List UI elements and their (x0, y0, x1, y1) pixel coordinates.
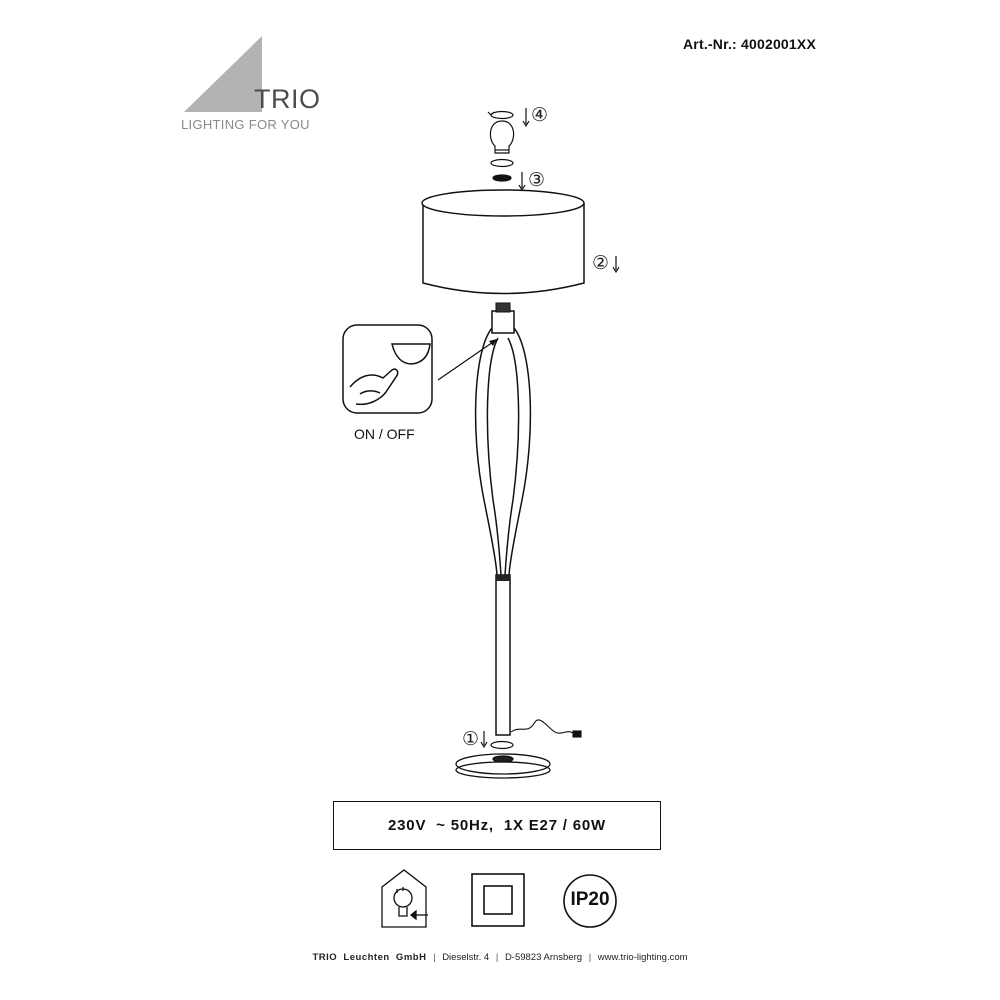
footer-city: D-59823 Arnsberg (504, 952, 583, 963)
footer-street: Dieselstr. 4 (442, 952, 490, 963)
step-2-label: ② (592, 252, 610, 274)
logo-triangle-icon (184, 36, 262, 112)
footer-separator: | (433, 952, 436, 963)
logo-tagline: LIGHTING FOR YOU (181, 117, 310, 132)
footer-separator: | (588, 952, 592, 963)
footer-company: TRIO Leuchten GmbH (312, 952, 427, 963)
lamp-frame (474, 327, 532, 576)
footer-separator: | (495, 952, 499, 963)
switch-label: ON / OFF (354, 426, 415, 442)
rotate-arrows-icon (487, 110, 514, 750)
spec-rating: 230V ~ 50Hz, 1X E27 / 60W (388, 817, 606, 834)
callout-pointer (437, 339, 497, 381)
logo-name: TRIO (254, 84, 321, 114)
light-bulb-icon (489, 120, 515, 154)
lamp-base (455, 753, 551, 779)
plug-icon (510, 719, 582, 738)
lampshade (421, 189, 585, 295)
footer-website[interactable]: www.trio-lighting.com (597, 952, 688, 963)
step-3-label: ③ (528, 169, 546, 191)
socket-housing (491, 310, 515, 334)
step-1-label: ① (462, 728, 480, 750)
spec-box: 230V ~ 50Hz, 1X E27 / 60W (333, 801, 661, 850)
lamp-stem (495, 574, 511, 736)
double-insulation-icon (471, 873, 525, 927)
article-number: Art.-Nr.: 4002001XX (683, 36, 816, 52)
hand-switch-icon (342, 324, 433, 414)
ip-rating-badge (563, 874, 617, 928)
bulb-house-icon (381, 869, 428, 928)
ip-rating: IP20 (570, 889, 610, 910)
footer: TRIO Leuchten GmbH | Dieselstr. 4 | D-59… (0, 952, 1000, 963)
step-4-label: ④ (531, 104, 549, 126)
